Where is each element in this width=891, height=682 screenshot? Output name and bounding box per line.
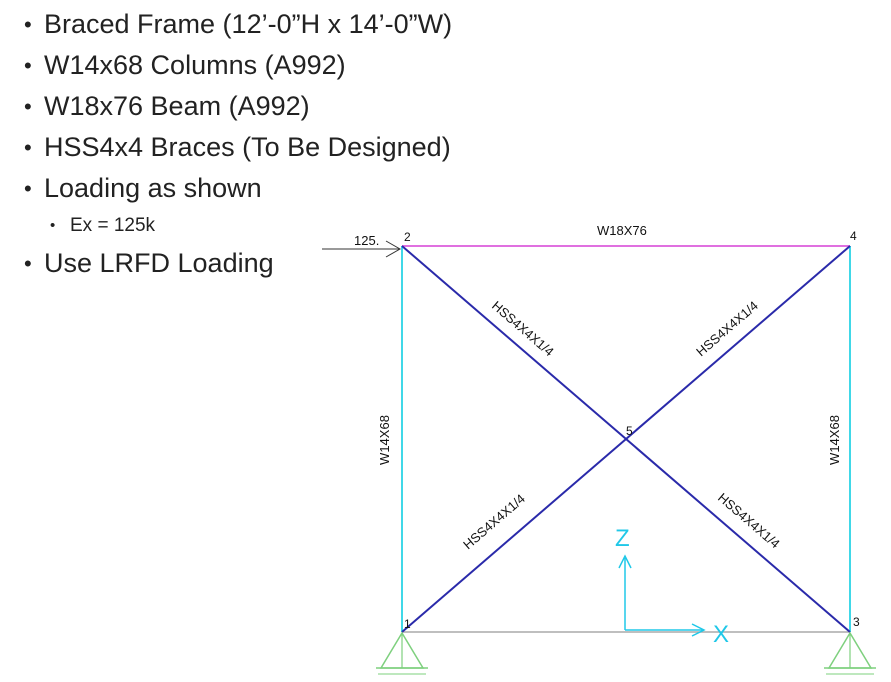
bullet-columns: W14x68 Columns (A992) [22, 45, 452, 86]
beam-label: W18X76 [597, 223, 647, 238]
bullet-lrfd: Use LRFD Loading [22, 243, 452, 284]
axis-triad [618, 554, 706, 637]
bullet-list: Braced Frame (12’-0”H x 14’-0”W) W14x68 … [22, 4, 452, 284]
load-label: 125. [354, 233, 379, 248]
node-2-label: 2 [404, 230, 411, 244]
bullet-braces: HSS4x4 Braces (To Be Designed) [22, 127, 452, 168]
node-3-label: 3 [853, 615, 860, 629]
brace-label-lower-right: HSS4X4X1/4 [715, 490, 783, 551]
axis-x-label: X [713, 621, 729, 648]
left-column-label: W14X68 [377, 415, 392, 465]
node-1-label: 1 [404, 617, 411, 631]
right-column-label: W14X68 [827, 415, 842, 465]
node-5-label: 5 [626, 424, 633, 438]
bullet-frame: Braced Frame (12’-0”H x 14’-0”W) [22, 4, 452, 45]
brace-label-upper-right: HSS4X4X1/4 [693, 298, 761, 359]
axis-z-label: Z [615, 525, 630, 552]
support-right-icon [824, 631, 876, 675]
support-left-icon [376, 631, 428, 675]
bullet-load-value: Ex = 125k [22, 209, 452, 243]
bullet-loading: Loading as shown [22, 168, 452, 209]
brace-1-4 [401, 245, 851, 633]
load-arrow [322, 240, 402, 258]
brace-label-lower-left: HSS4X4X1/4 [460, 491, 528, 552]
bullet-beam: W18x76 Beam (A992) [22, 86, 452, 127]
node-4-label: 4 [850, 229, 857, 243]
